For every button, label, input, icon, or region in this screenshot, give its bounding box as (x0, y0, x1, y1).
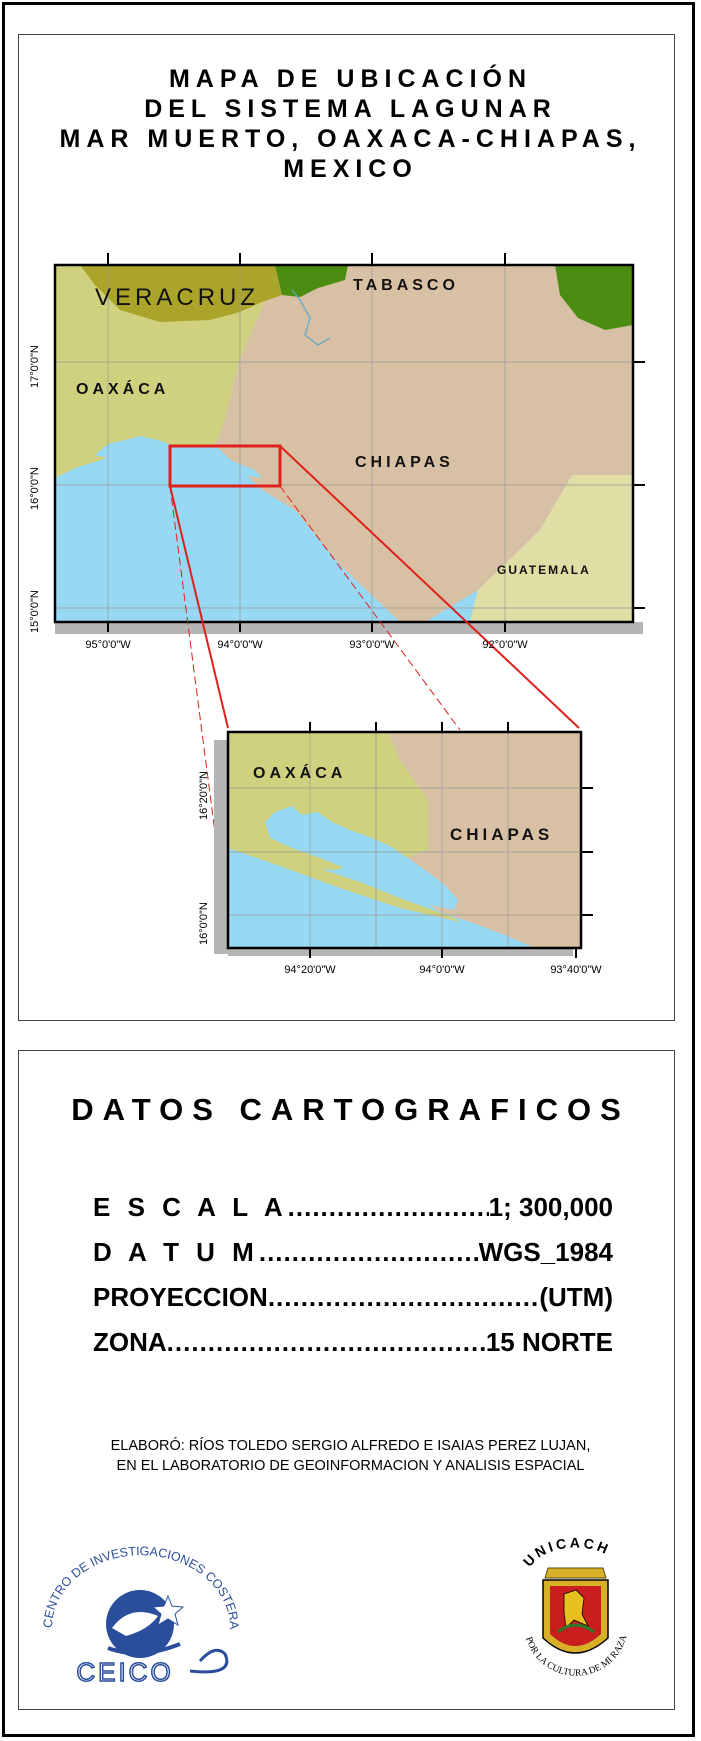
datos-key: ZONA (93, 1327, 167, 1357)
datos-table: E S C A L A ............................… (93, 1185, 613, 1365)
guatemala-region (470, 475, 633, 622)
unicach-logo: UNICACH POR LA CULTURA DE MI RAZA (520, 1534, 630, 1678)
main-ticks (107, 253, 645, 632)
datos-value: (UTM) (539, 1282, 613, 1312)
leader-line-solid (279, 445, 580, 729)
label-chiapas: CHIAPAS (355, 454, 454, 471)
title-line-4: MEXICO (283, 155, 418, 183)
svg-text:UNICACH: UNICACH (520, 1534, 613, 1569)
main-graticule (55, 265, 633, 622)
title-line-3: MAR MUERTO, OAXACA-CHIAPAS, (59, 125, 642, 153)
lagoon-main (95, 436, 262, 478)
crown-icon (544, 1567, 607, 1579)
river-lines (291, 289, 331, 346)
datos-row-datum: D A T U M ..............................… (93, 1230, 613, 1275)
inset-barrier (228, 838, 460, 922)
main-map-shadow-bottom (65, 622, 643, 634)
title-line-1: MAPA DE UBICACIÓN (168, 65, 533, 93)
datos-dots: ........................................… (166, 1327, 486, 1357)
lon-label-93: 93°0'0"W (349, 639, 395, 651)
datos-value: 1; 300,000 (488, 1192, 613, 1222)
inset-lon-label-9400: 94°0'0"W (419, 964, 465, 976)
label-guatemala: GUATEMALA (497, 563, 591, 577)
inset-lagoon (265, 806, 458, 910)
main-map: VERACRUZ TABASCO OAXÁCA CHIAPAS GUATEMAL… (29, 253, 645, 949)
leader-line-dashed-right (279, 485, 461, 731)
datos-key: D A T U M (93, 1237, 259, 1267)
inset-map: OAXÁCA CHIAPAS 16°20'0"N 16°0'0"N 94°20'… (198, 722, 602, 976)
lon-label-92: 92°0'0"W (482, 639, 528, 651)
inset-lon-label-9340: 93°40'0"W (550, 964, 602, 976)
wave-icon (107, 1642, 181, 1656)
inset-coast-sea (228, 840, 535, 948)
label-oaxaca: OAXÁCA (76, 379, 169, 398)
tree-icon (557, 1623, 595, 1634)
datos-dots: ........................................ (258, 1237, 479, 1267)
lat-label-15: 15°0'0"N (29, 590, 41, 633)
main-map-border (53, 263, 635, 624)
datos-row-proyeccion: PROYECCION..............................… (93, 1275, 613, 1320)
inset-label-oaxaca: OAXÁCA (253, 763, 346, 782)
datos-value: WGS_1984 (478, 1237, 613, 1267)
datos-key: E S C A L A (93, 1192, 288, 1222)
datos-row-escala: E S C A L A ............................… (93, 1185, 613, 1230)
credit-line-1: ELABORÓ: RÍOS TOLEDO SERGIO ALFREDO E IS… (110, 1438, 591, 1454)
datos-value: 15 NORTE (485, 1327, 613, 1357)
label-veracruz: VERACRUZ (95, 284, 259, 311)
lat-label-17: 17°0'0"N (29, 345, 41, 388)
datos-dots: ........................................ (287, 1192, 489, 1222)
inset-shadow-bottom (228, 948, 573, 956)
label-tabasco: TABASCO (353, 277, 459, 294)
inset-label-chiapas: CHIAPAS (450, 825, 553, 844)
tabasco-green-west (275, 265, 348, 297)
lon-label-94: 94°0'0"W (217, 639, 263, 651)
chiapas-region (215, 265, 633, 622)
ceico-swirl (189, 1648, 229, 1674)
datos-key: PROYECCION (93, 1282, 268, 1312)
starfish-icon (151, 1594, 185, 1627)
lon-label-95: 95°0'0"W (85, 639, 131, 651)
leader-line-solid-left (169, 485, 229, 729)
inset-extent-box (168, 444, 282, 488)
inset-lat-label-1620: 16°20'0"N (198, 771, 210, 820)
datos-title: DATOS CARTOGRAFICOS (71, 1092, 630, 1127)
unicach-name: UNICACH (520, 1534, 610, 1569)
inset-lat-label-1600: 16°0'0"N (198, 902, 210, 945)
lion-icon (563, 1589, 589, 1629)
inset-shadow-left (214, 740, 228, 954)
lat-label-16: 16°0'0"N (29, 467, 41, 510)
datos-dots: ........................................ (267, 1282, 540, 1312)
ceico-logo: CENTRO DE INVESTIGACIONES COSTERAS CEICO (30, 1536, 241, 1686)
inset-border (226, 730, 583, 950)
title-line-2: DEL SISTEMA LAGUNAR (144, 95, 557, 123)
credit-line-2: EN EL LABORATORIO DE GEOINFORMACION Y AN… (116, 1458, 585, 1474)
ceico-name: CEICO (76, 1657, 173, 1686)
tabasco-green-east (555, 265, 633, 330)
veracruz-region (80, 265, 282, 322)
inset-graticule (228, 732, 581, 948)
inset-ticks (309, 722, 593, 958)
datos-row-zona: ZONA ...................................… (93, 1320, 613, 1365)
fish-icon (112, 1612, 158, 1636)
inset-lon-label-9420: 94°20'0"W (284, 964, 336, 976)
credit-text: ELABORÓ: RÍOS TOLEDO SERGIO ALFREDO E IS… (30, 1436, 671, 1476)
map-title: MAPA DE UBICACIÓN DEL SISTEMA LAGUNAR MA… (0, 64, 701, 184)
